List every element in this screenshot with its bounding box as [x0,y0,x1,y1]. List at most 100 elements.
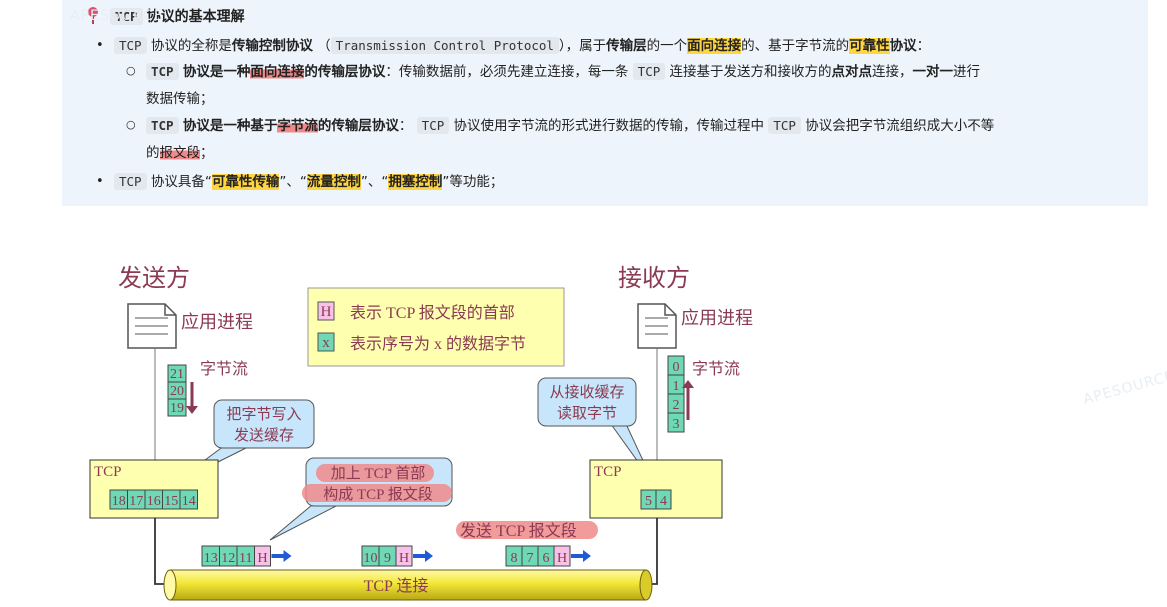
sub-bullet-1: TCP 协议是一种面向连接的传输层协议：传输数据前，必须先建立连接，每一条 TC… [146,62,980,82]
send-segment-label: 发送 TCP 报文段 [460,522,577,540]
text: 协议使用字节流的形式进行数据的传输，传输过程中 [453,118,765,134]
up-arrow-head-icon [682,380,694,388]
highlight-connection-oriented: 面向连接 [250,64,305,80]
byte-cell: 20 [167,381,187,400]
text: 协议具备“ [150,174,212,190]
byte-cell: 9 [378,545,397,567]
byte-cell: 7 [521,545,539,567]
bullet-2: TCP 协议具备“可靠性传输”、“流量控制”、“拥塞控制”等功能； [114,172,503,192]
legend-header-swatch [317,301,335,321]
highlight-connection-oriented: 面向连接 [687,38,742,54]
code-tcp: TCP [146,63,179,80]
add-header-line-1: 加上 TCP 首部 [331,465,425,482]
text: ： [398,118,413,134]
legend-byte-mark: x [322,335,330,351]
byte-cell: 21 [167,364,187,383]
add-header-bubble: 加上 TCP 首部 构成 TCP 报文段 [269,457,453,541]
highlight-congestion-control: 拥塞控制 [388,174,443,190]
sub-bullet-2: TCP 协议是一种基于字节流的传输层协议： TCP 协议使用字节流的形式进行数据… [146,116,994,136]
byte-cell-label: 8 [511,551,518,566]
highlight-reliability: 可靠性 [849,38,890,54]
byte-cell-label: 18 [112,494,126,509]
byte-cell: 10 [361,545,380,567]
byte-cell-label: 2 [673,398,680,413]
code-tcp: TCP [146,117,179,134]
read-bubble: 从接收缓存 读取字节 [537,377,655,485]
text: ”、“ [360,174,389,190]
text: ： [916,38,931,54]
byte-cell: 0 [667,355,685,376]
code-tcp: TCP [768,117,801,134]
byte-cell-label: 1 [673,379,680,394]
right-arrow-icon [413,550,433,562]
text: 进行 [953,64,981,80]
byte-cell-label: 9 [384,551,391,566]
code-tcp: TCP [114,37,147,54]
header-cell-label: H [399,551,409,566]
byte-cell-label: 16 [147,494,161,509]
title-code: TCP [110,7,143,25]
bullet-dot-icon: • [96,174,104,189]
bold-text: 协议 [889,38,917,54]
highlight-mark [456,521,598,539]
byte-cell: 15 [162,489,181,510]
bullet-1: TCP 协议的全称是传输控制协议 （Transmission Control P… [114,36,930,56]
right-arrow-icon [271,550,292,562]
byte-cell-label: 14 [182,494,196,509]
bullet-dot-icon: • [96,38,104,53]
receiver-label: 接收方 [618,265,690,292]
highlight-mark [302,484,452,502]
bold-text: 点对点 [831,64,873,80]
write-bubble-line-2: 发送缓存 [234,427,294,444]
receiver-document-icon [637,303,677,349]
bold-text: 协议是一种基于 [182,118,278,134]
watermark: APESOURCE [70,8,164,24]
byte-cell: 3 [667,412,685,433]
bold-text: 一对一 [912,64,954,80]
byte-cell: 18 [109,489,128,510]
byte-cell: 6 [537,545,555,567]
text: ； [200,145,214,161]
byte-cell: 14 [179,489,198,510]
header-cell: H [395,545,413,567]
write-bubble-line-1: 把字节写入 [226,406,301,423]
byte-cell: 8 [505,545,523,567]
byte-cell-label: 17 [129,494,143,509]
legend-byte-swatch [317,332,335,352]
text: 的 [146,145,160,161]
header-cell: H [254,545,271,567]
circle-bullet-icon: ○ [126,118,136,131]
text: ：传输数据前，必须先建立连接，每一条 [385,64,629,80]
add-header-line-2: 构成 TCP 报文段 [323,486,432,503]
receiver-app-process: 应用进程 [681,308,753,328]
byte-cell-label: 10 [364,551,378,566]
header-cell-label: H [257,551,267,566]
byte-cell: 11 [236,545,255,567]
byte-cell: 16 [144,489,163,510]
sender-document-icon [127,303,177,349]
legend-byte-text: 表示序号为 x 的数据字节 [350,335,526,353]
down-arrow-head-icon [186,406,198,414]
sender-label: 发送方 [118,265,190,292]
receiver-byte-stream: 0 1 23 [667,355,685,433]
bold-text: 传输控制协议 [231,38,313,54]
highlight-byte-stream: 字节流 [277,118,318,134]
note-title: TCP 协议的基本理解 [86,6,245,26]
text: 的、基于字节流的 [741,38,850,54]
code-full-name: Transmission Control Protocol [330,37,559,54]
byte-cell: 12 [219,545,238,567]
code-tcp: TCP [114,173,147,190]
byte-cell: 17 [127,489,146,510]
send-buffer-label: TCP [94,464,122,480]
text: 协议会把字节流组织成大小不等 [805,118,995,134]
read-bubble-line-1: 从接收缓存 [549,384,624,401]
bold-text: 的传输层协议 [317,118,399,134]
highlight-segment: 报文段 [159,145,200,161]
text: 协议的全称是 [150,38,232,54]
byte-cell-label: 13 [204,551,218,566]
byte-cell: 2 [667,393,685,414]
highlight-flow-control: 流量控制 [306,174,361,190]
